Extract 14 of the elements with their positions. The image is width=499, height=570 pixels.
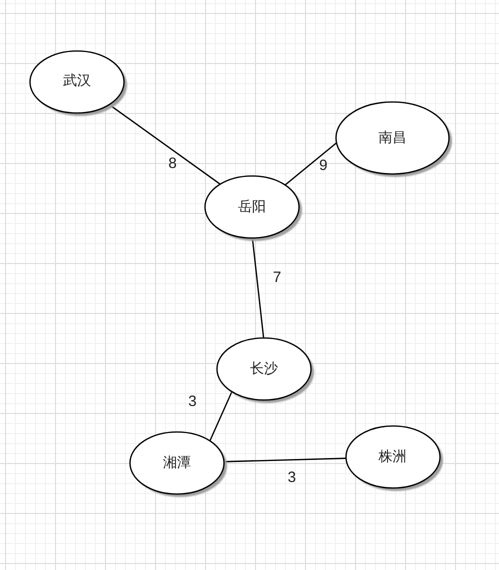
edge-label: 3: [288, 470, 296, 484]
connector-line: [224, 458, 346, 462]
edge-label: 7: [272, 270, 282, 284]
edge-label: 9: [319, 158, 328, 174]
edge-label: 8: [168, 156, 177, 172]
ellipse-node: 南昌: [335, 101, 453, 178]
ellipse-node: 岳阳: [204, 175, 303, 242]
connector-line: [209, 391, 232, 442]
ellipse-node: 武汉: [29, 50, 128, 116]
ellipse-node: 湘潭: [129, 431, 228, 498]
ellipse-node: 株洲: [344, 425, 444, 492]
edge-label: 3: [188, 394, 197, 410]
ellipse-node: 长沙: [216, 337, 315, 404]
connector-line: [284, 142, 337, 186]
